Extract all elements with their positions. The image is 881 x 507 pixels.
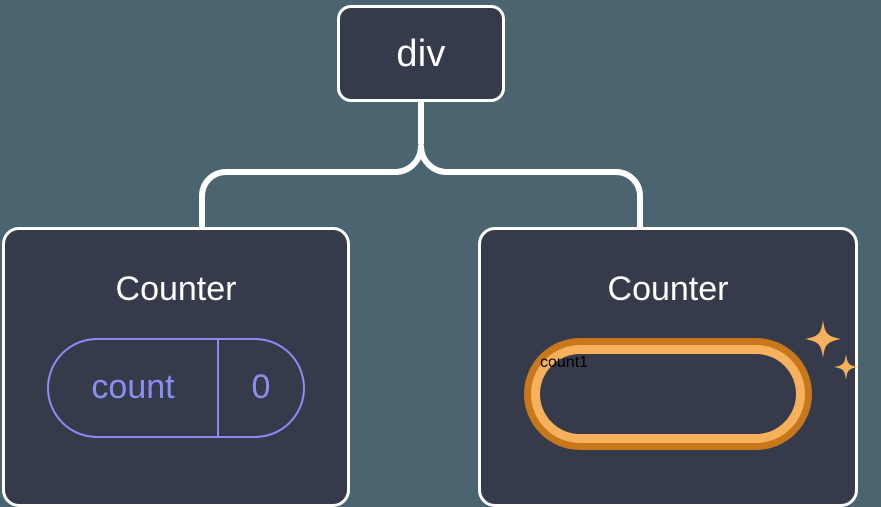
node-counter-left[interactable]: Counter count 0 xyxy=(2,227,350,507)
state-value-label: 1 xyxy=(579,354,589,371)
node-counter-right[interactable]: Counter count 1 xyxy=(478,227,858,507)
counter-right-state-wrap: count 1 xyxy=(481,338,855,450)
state-pill-count[interactable]: count 0 xyxy=(47,338,305,438)
state-pill-inner-ring: count 1 xyxy=(531,345,805,443)
root-tag-label: div xyxy=(396,32,446,75)
state-value-label: 0 xyxy=(251,368,271,406)
diagram-canvas: div Counter count 0 Counter count 1 xyxy=(2,5,858,507)
state-divider xyxy=(217,340,219,436)
counter-left-title: Counter xyxy=(115,270,237,308)
state-key-label: count xyxy=(91,368,175,406)
counter-right-title: Counter xyxy=(607,270,729,308)
state-pill-count-highlighted[interactable]: count 1 xyxy=(524,338,812,450)
connector-branches xyxy=(199,143,643,230)
state-key-label: count xyxy=(540,354,580,371)
counter-left-state-wrap: count 0 xyxy=(5,338,347,438)
node-root-div[interactable]: div xyxy=(337,5,505,102)
